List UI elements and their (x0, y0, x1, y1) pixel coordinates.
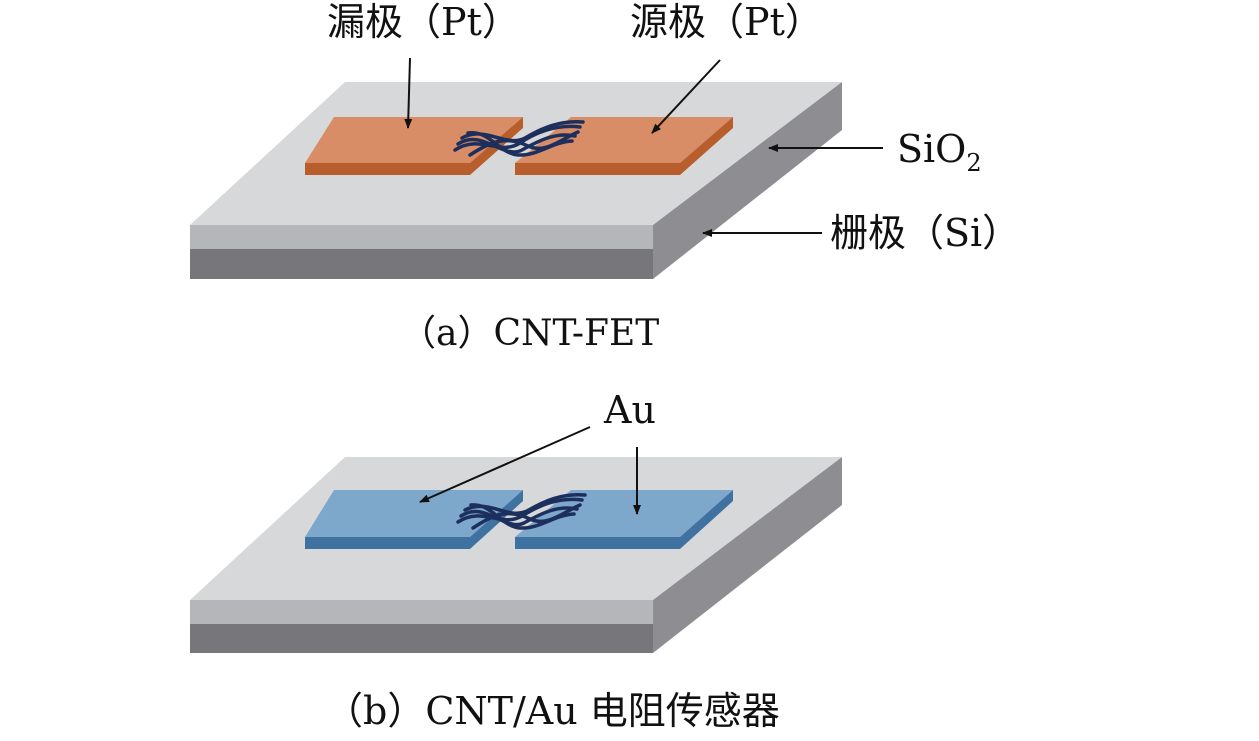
source-electrode-side (680, 117, 733, 175)
panel-a-device (190, 82, 842, 279)
au-left-electrode-top (305, 490, 523, 537)
source-label: 源极（Pt） (630, 0, 823, 44)
sio2-label-subscript: 2 (966, 149, 981, 177)
drain-label: 漏极（Pt） (327, 0, 520, 44)
gate-label: 栅极（Si） (830, 211, 1020, 255)
panel-b-arrows (419, 426, 641, 515)
si-gate-front-face (190, 249, 653, 279)
source-electrode-front (515, 163, 680, 175)
sio2-front-face (190, 225, 653, 249)
sio2-label: SiO2 (897, 127, 982, 177)
panel-a-arrows (404, 57, 883, 237)
source-arrow (651, 59, 721, 134)
substrate-right-side (653, 82, 842, 279)
au-right-electrode-front (515, 537, 680, 549)
au-left-arrow (419, 426, 591, 503)
sio2-label-main: SiO (897, 127, 966, 171)
au-left-electrode-front (305, 537, 470, 549)
panel-b-caption: （b）CNT/Au 电阻传感器 (325, 689, 780, 733)
panel-a-caption: （a）CNT-FET (400, 313, 659, 354)
substrate-front-dark (190, 624, 653, 653)
cnt-strand (471, 503, 582, 530)
drain-arrow (404, 57, 413, 129)
au-right-electrode-side (680, 490, 733, 549)
drain-electrode-top (305, 117, 523, 163)
source-electrode-top (515, 117, 733, 163)
cnt-strand (456, 133, 577, 154)
panel-b-device (190, 457, 842, 653)
substrate-front-light (190, 600, 653, 624)
au-right-electrode-top (515, 490, 733, 537)
cnt-bundle (456, 492, 587, 530)
au-label: Au (603, 388, 656, 432)
substrate-right-side (653, 457, 842, 653)
cnt-strand (459, 506, 579, 527)
cnt-bundle (453, 119, 585, 157)
drain-electrode-front (305, 163, 470, 175)
cnt-strand (468, 130, 580, 157)
